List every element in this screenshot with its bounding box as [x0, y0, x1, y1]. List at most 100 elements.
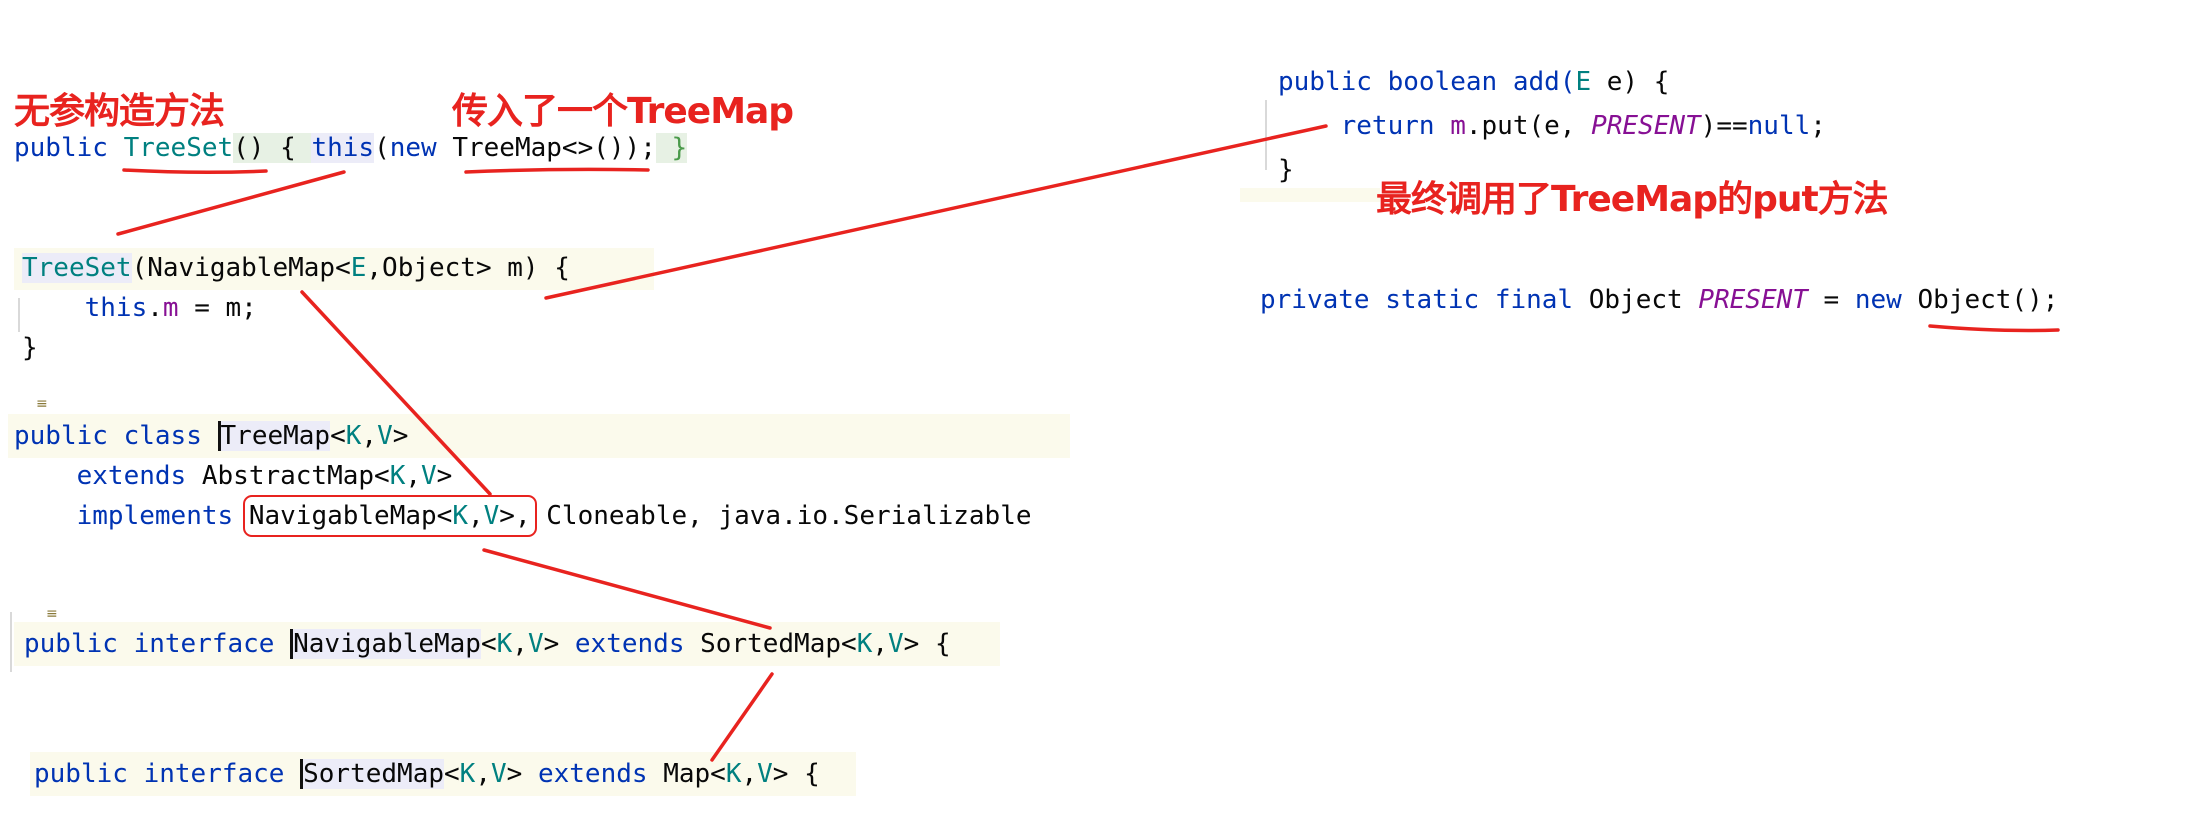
method-name: add( — [1512, 67, 1576, 97]
connector-this-to-nav-ctor — [116, 170, 346, 236]
present-field-decl: private static final Object PRESENT = ne… — [1260, 280, 2058, 320]
type-param-v: V — [421, 461, 437, 491]
comma: , — [467, 501, 484, 531]
dot: . — [147, 293, 163, 323]
comma: , — [741, 759, 758, 789]
semicolon: ; — [2042, 285, 2059, 315]
type-param-k: K — [345, 421, 362, 451]
treeset-ctor-name: TreeSet — [22, 253, 132, 283]
gt: > — [506, 759, 523, 789]
put-call: .put(e, — [1465, 111, 1592, 141]
annotation-passes-treemap: 传入了一个TreeMap — [452, 91, 794, 132]
type-param-k: K — [496, 629, 513, 659]
keyword: class — [123, 421, 202, 451]
treeset-noarg-ctor-line: public TreeSet() { this(new TreeMap<>())… — [14, 128, 688, 168]
navigablemap-interface-decl: public interface NavigableMap<K,V> exten… — [24, 624, 951, 664]
other-interfaces: Cloneable, java.io.Serializable — [530, 501, 1032, 531]
field-m: m — [162, 293, 179, 323]
signature: ,Object> m) { — [366, 253, 570, 283]
assignment: = m; — [178, 293, 257, 323]
treemap-class-decl: public class TreeMap<K,V> extends Abstra… — [14, 416, 1032, 537]
keyword-null: null — [1747, 111, 1811, 141]
type-object: Object — [1588, 285, 1683, 315]
keyword-return: return — [1340, 111, 1435, 141]
sortedmap-name: SortedMap — [300, 759, 445, 789]
doc-icon: ≡ — [46, 606, 58, 622]
keyword-this: this — [311, 133, 375, 163]
add-method-close-highlight — [1240, 188, 1380, 202]
comma: , — [475, 759, 491, 789]
connector-navmap-to-interface — [482, 548, 772, 630]
keyword-this: this — [84, 293, 148, 323]
keyword: interface — [133, 629, 275, 659]
keyword: final — [1494, 285, 1574, 315]
comma: , — [405, 461, 422, 491]
connector-put-to-nav-ctor — [544, 124, 1328, 300]
lt: < — [444, 759, 460, 789]
underline-treeset — [122, 168, 268, 175]
comma: , — [512, 629, 528, 659]
type-param-v: V — [483, 501, 500, 531]
add-method: public boolean add(E e) { return m.put(e… — [1278, 60, 1826, 192]
gutter-bar — [18, 298, 20, 332]
brace-close: } — [22, 333, 38, 363]
keyword-new: new — [389, 133, 437, 163]
comparison: )== — [1700, 111, 1748, 141]
superclass: AbstractMap< — [201, 461, 390, 491]
type-param-v: V — [527, 629, 544, 659]
signature: (NavigableMap< — [131, 253, 351, 283]
sortedmap-interface-decl: public interface SortedMap<K,V> extends … — [34, 754, 820, 794]
navigablemap-interface-box: NavigableMap<K,V>, — [242, 495, 537, 537]
keyword: public — [14, 421, 108, 451]
type-param-k: K — [725, 759, 742, 789]
type-param-v: V — [377, 421, 393, 451]
lt: < — [330, 421, 346, 451]
treemap-type: TreeMap<> — [452, 133, 594, 163]
underline-object-ctor — [1928, 324, 2060, 333]
brace-open: > { — [903, 629, 951, 659]
type-param-k: K — [856, 629, 873, 659]
type-param-v: V — [888, 629, 904, 659]
keyword: private — [1260, 285, 1370, 315]
present-constant: PRESENT — [1698, 285, 1808, 315]
gutter-bar — [1265, 100, 1267, 170]
connector-navmap-to-sortedmap — [710, 672, 774, 762]
brace-open: { — [264, 133, 312, 163]
gt: > — [543, 629, 560, 659]
present-constant: PRESENT — [1591, 111, 1701, 141]
keyword-implements: implements — [76, 501, 234, 531]
treemap-decl-highlight — [8, 414, 1070, 458]
type-param-e: E — [350, 253, 367, 283]
keyword: public — [1278, 67, 1372, 97]
super-interface: SortedMap< — [700, 629, 857, 659]
navigablemap-name: NavigableMap — [290, 629, 481, 659]
keyword: static — [1385, 285, 1480, 315]
semicolon: ; — [1810, 111, 1826, 141]
type-param-e: E — [1575, 67, 1592, 97]
comma: , — [361, 421, 378, 451]
gt: > — [436, 461, 453, 491]
keyword: interface — [143, 759, 285, 789]
brace-close: } — [655, 133, 688, 163]
treeset-ctor-name: TreeSet — [123, 133, 234, 163]
lt: < — [480, 629, 497, 659]
type-param-k: K — [459, 759, 476, 789]
brace-open: > { — [772, 759, 820, 789]
object-ctor: Object() — [1917, 285, 2043, 315]
type-param-v: V — [490, 759, 507, 789]
annotation-calls-put: 最终调用了TreeMap的put方法 — [1376, 179, 1889, 220]
annotation-no-arg-ctor: 无参构造方法 — [14, 91, 225, 132]
statement-tail: ); — [624, 133, 656, 163]
parens: () — [233, 133, 265, 163]
brace-close: } — [1278, 155, 1294, 185]
gutter-bar — [10, 612, 12, 672]
gt-comma: >, — [499, 501, 531, 531]
underline-treemap — [464, 167, 650, 174]
keyword: public — [14, 133, 108, 163]
call-parens: () — [593, 133, 625, 163]
interface-name: NavigableMap< — [248, 501, 453, 531]
keyword-extends: extends — [537, 759, 648, 789]
keyword: boolean — [1387, 67, 1498, 97]
field-m: m — [1450, 111, 1466, 141]
